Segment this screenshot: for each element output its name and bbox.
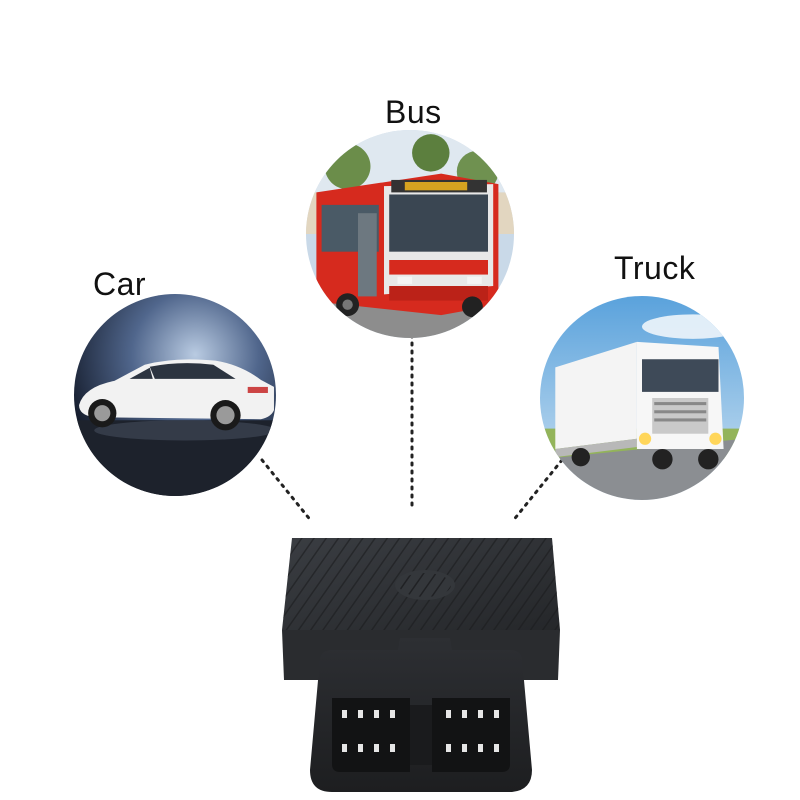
truck-connector-line	[510, 458, 564, 524]
truck-label: Truck	[614, 250, 696, 286]
obd-gps-tracker-icon	[282, 538, 560, 792]
car-label: Car	[93, 266, 147, 302]
car-connector-line	[260, 458, 314, 524]
truck-photo	[540, 296, 744, 500]
car-photo-icon	[74, 294, 276, 496]
truck-photo-icon	[540, 296, 744, 500]
car-photo	[74, 294, 276, 496]
bus-label: Bus	[385, 94, 442, 130]
bus-photo-icon	[306, 130, 514, 338]
bus-photo	[306, 130, 514, 338]
